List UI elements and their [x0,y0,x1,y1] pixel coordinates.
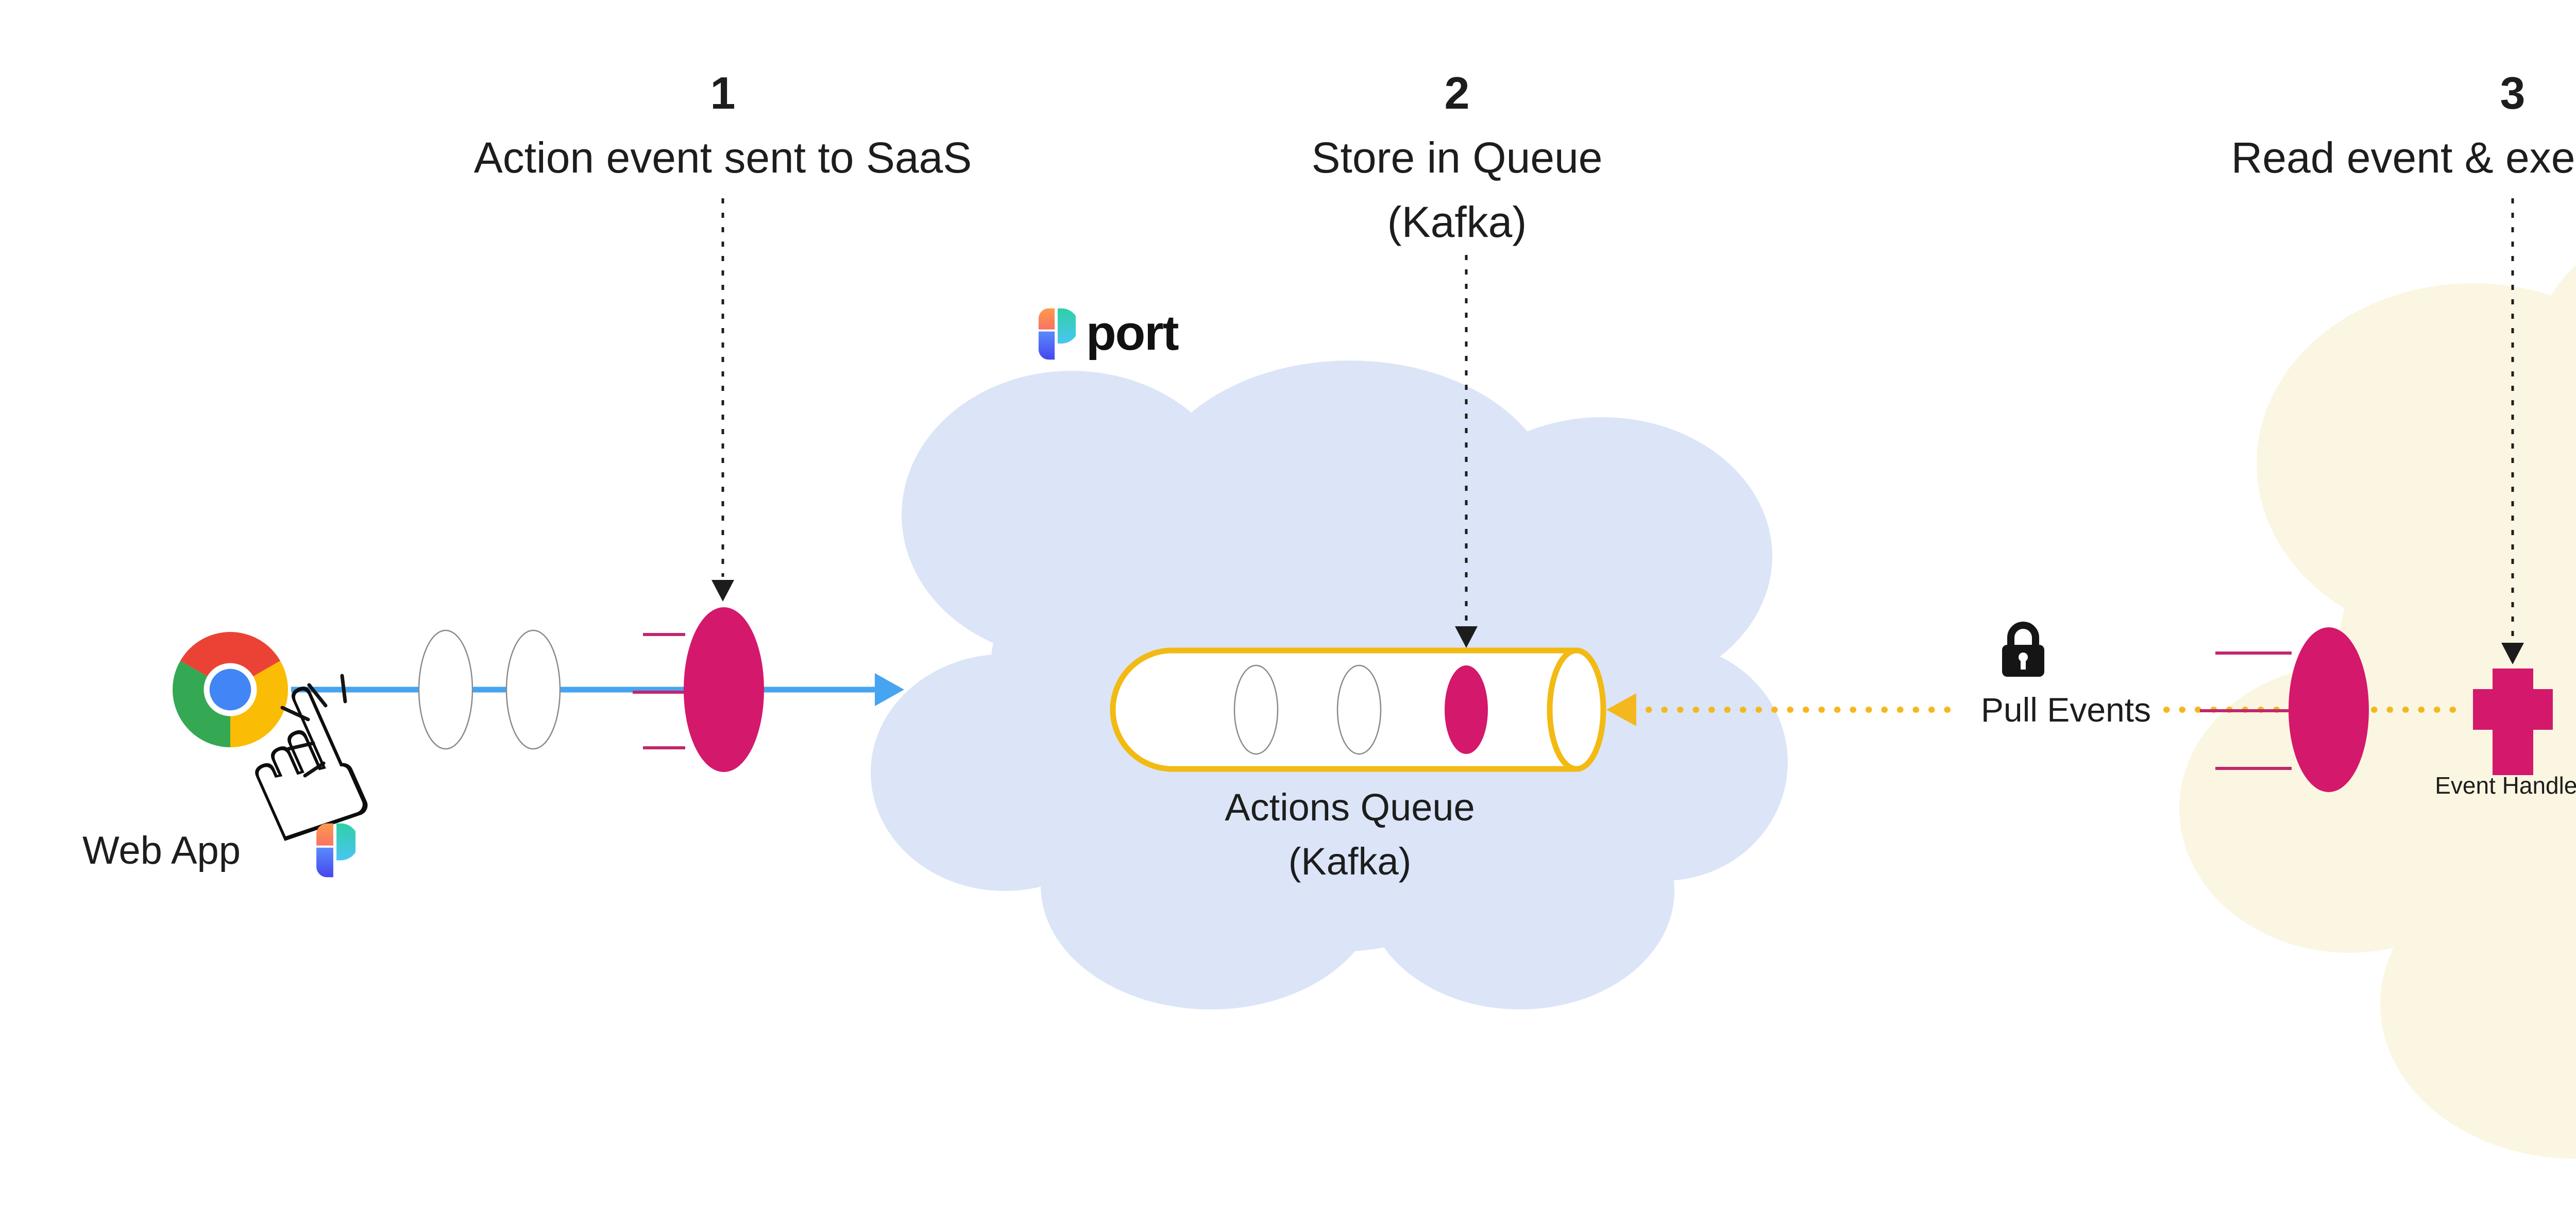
web-app-label: Web App [82,829,241,872]
chrome-icon [173,632,288,747]
queued-event-slot [505,629,561,750]
moving-event-dot [633,607,764,772]
step1-title: Action event sent to SaaS [473,133,972,182]
actions-queue-cylinder [1110,647,1606,772]
step2-number: 2 [1444,67,1470,118]
step3-dashed-arrow [2501,198,2524,664]
event-handler-label: Event Handler [2435,772,2576,799]
pull-events-arrowhead [1606,693,1636,726]
pull-events-label: Pull Events [1980,691,2151,729]
queued-event-slot [418,629,473,750]
actions-queue-label: Actions Queue [1225,786,1475,829]
port-logo-icon-small [316,823,355,878]
queue-slot-filled [1445,665,1488,754]
step3-title: Read event & execute runner [2231,133,2576,182]
step1-dashed-arrow [711,198,734,602]
port-logo-text: port [1086,305,1179,361]
actions-queue-sublabel: (Kafka) [1288,840,1412,883]
queue-slot-empty [1233,664,1279,755]
port-logo-icon [1038,308,1076,360]
event-handler-plus [2473,669,2553,775]
runners-cloud-shape [2179,265,2576,1159]
webapp-to-saas-arrow [291,607,904,772]
step1-number: 1 [710,67,736,118]
pulled-event-dot [2200,627,2369,792]
saas-cloud-shape [871,361,1788,1009]
step2-title: Store in Queue [1311,133,1603,182]
step2-subtitle: (Kafka) [1387,198,1527,246]
queue-slot-empty [1336,664,1382,755]
step2-dashed-arrow [1455,255,1478,648]
lock-icon [2002,622,2044,677]
step3-number: 3 [2500,67,2526,118]
click-spark-lines [280,674,347,778]
